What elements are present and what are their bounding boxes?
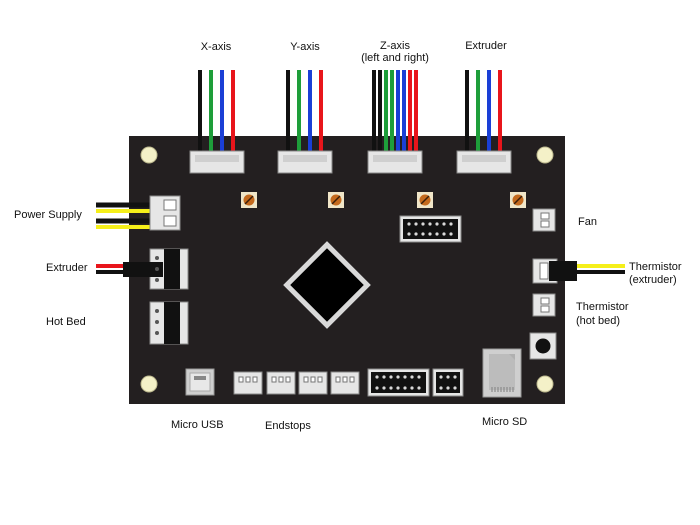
z-axis-motor-wires bbox=[372, 70, 418, 160]
label-endstops: Endstops bbox=[265, 420, 311, 432]
mounting-hole bbox=[140, 375, 158, 393]
x-axis-connector bbox=[189, 150, 245, 174]
label-fan: Fan bbox=[578, 216, 597, 228]
extruder-heater-connector bbox=[123, 248, 189, 290]
thermistor-extruder-connector bbox=[532, 258, 577, 284]
label-micro-sd: Micro SD bbox=[482, 416, 528, 428]
label-thermistor-hotbed-sub: (hot bed) bbox=[576, 315, 621, 327]
pin-header-bottom-small bbox=[432, 368, 464, 397]
mounting-hole bbox=[536, 375, 554, 393]
y-axis-connector bbox=[277, 150, 333, 174]
label-extruder-motor: Extruder bbox=[465, 40, 507, 52]
power-supply-connector bbox=[149, 195, 181, 231]
label-thermistor-extruder: Thermistor bbox=[629, 261, 682, 273]
mounting-hole bbox=[536, 146, 554, 164]
hot-bed-connector bbox=[149, 301, 189, 345]
microcontroller-chip bbox=[283, 241, 371, 329]
reset-button bbox=[529, 332, 557, 360]
extruder-motor-wires bbox=[465, 70, 502, 160]
pin-header-top bbox=[399, 215, 462, 243]
endstop-connectors bbox=[233, 371, 360, 395]
mounting-holes bbox=[140, 146, 554, 393]
z-axis-connector bbox=[367, 150, 423, 174]
label-thermistor-hotbed: Thermistor bbox=[576, 301, 629, 313]
endstop-connector bbox=[298, 371, 328, 395]
pin-header-bottom-large bbox=[367, 368, 430, 397]
endstop-connector bbox=[266, 371, 296, 395]
extruder-motor-connector bbox=[456, 150, 512, 174]
label-hot-bed: Hot Bed bbox=[46, 316, 86, 328]
y-axis-motor-wires bbox=[286, 70, 323, 160]
label-x-axis: X-axis bbox=[200, 41, 232, 53]
micro-sd-slot bbox=[482, 348, 522, 398]
mounting-hole bbox=[140, 146, 158, 164]
label-z-axis: Z-axis bbox=[380, 40, 410, 52]
micro-usb-port bbox=[185, 368, 215, 396]
label-micro-usb: Micro USB bbox=[171, 419, 224, 431]
label-power-supply: Power Supply bbox=[14, 209, 82, 221]
label-thermistor-extruder-sub: (extruder) bbox=[629, 274, 677, 286]
label-z-axis-sub: (left and right) bbox=[361, 52, 429, 64]
fan-connector bbox=[532, 208, 556, 232]
endstop-connector bbox=[330, 371, 360, 395]
potentiometers bbox=[241, 192, 526, 208]
thermistor-hotbed-connector bbox=[532, 293, 556, 317]
x-axis-motor-wires bbox=[198, 70, 235, 160]
label-extruder-heater: Extruder bbox=[46, 262, 88, 274]
label-y-axis: Y-axis bbox=[290, 41, 320, 53]
endstop-connector bbox=[233, 371, 263, 395]
